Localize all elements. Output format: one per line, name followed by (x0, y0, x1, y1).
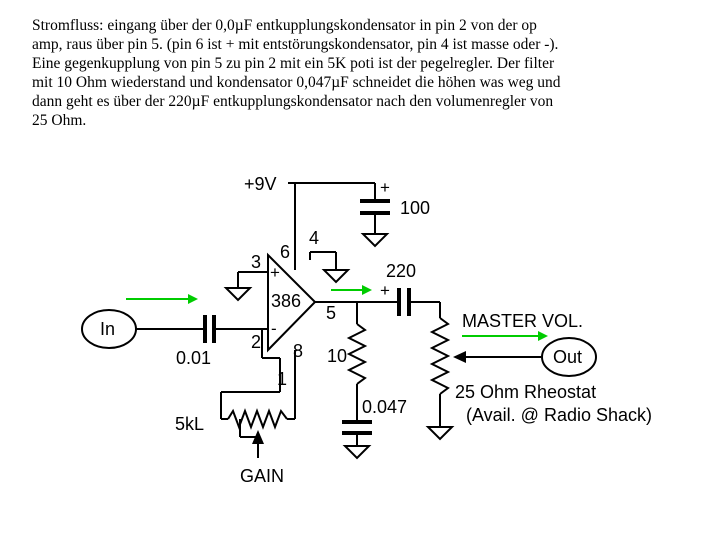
pin3-ground-wire (223, 271, 268, 302)
ic-minus-sign: - (271, 319, 277, 338)
filter-capacitor (342, 420, 372, 460)
master-volume-label: MASTER VOL. (462, 311, 583, 331)
supply-label: +9V (244, 174, 277, 194)
rheostat-label: 25 Ohm Rheostat (455, 382, 596, 402)
supply-cap-plus: + (380, 178, 390, 197)
pin4-label: 4 (309, 228, 319, 248)
pin8-label: 8 (293, 341, 303, 361)
supply-capacitor (360, 199, 390, 234)
output-capacitor (397, 288, 411, 316)
input-capacitor (203, 315, 216, 343)
ground-icon (360, 233, 390, 248)
description-line: mit 10 Ohm wiederstand und kondensator 0… (32, 74, 561, 91)
rheostat-note: (Avail. @ Radio Shack) (466, 405, 652, 425)
output-label: Out (553, 347, 582, 367)
pin5-label: 5 (326, 303, 336, 323)
signal-arrow-input (126, 294, 198, 304)
gain-wiper-arrow-icon (252, 430, 264, 458)
description-text: Stromfluss: eingang über der 0,0µF entku… (32, 16, 672, 130)
supply-rail-wire (288, 182, 376, 270)
filter-cap-label: 0.047 (362, 397, 407, 417)
ic-label: 386 (271, 291, 301, 311)
output-terminal (541, 337, 597, 377)
resistor-10-label: 10 (327, 346, 347, 366)
gain-potentiometer (221, 408, 295, 438)
pin3-label: 3 (251, 252, 261, 272)
input-label: In (100, 319, 115, 339)
ic-plus-sign: + (270, 263, 280, 282)
supply-cap-label: 100 (400, 198, 430, 218)
out-cap-label: 220 (386, 261, 416, 281)
gain-pot-label: 5kL (175, 414, 204, 434)
pin2-label: 2 (251, 332, 261, 352)
pin1-label: 1 (277, 369, 287, 389)
gain-label: GAIN (240, 466, 284, 486)
pin4-ground-wire (309, 251, 351, 284)
wiper-arrow-icon (453, 351, 541, 363)
description-line: Eine gegenkupplung von pin 5 zu pin 2 mi… (32, 55, 555, 72)
input-cap-label: 0.01 (176, 348, 211, 368)
master-volume-rheostat (425, 317, 455, 441)
out-cap-plus: + (380, 281, 390, 300)
pin6-label: 6 (280, 242, 290, 262)
gain-pot-wire (220, 329, 296, 419)
signal-arrow-master (462, 331, 548, 341)
amplifier-ic (267, 252, 317, 353)
description-line: Stromfluss: eingang über der 0,0µF entku… (32, 17, 537, 34)
signal-arrow-output (331, 285, 372, 295)
description-line: 25 Ohm. (32, 112, 87, 129)
resistor-10ohm (346, 302, 368, 421)
description-line: amp, raus über pin 5. (pin 6 ist + mit e… (32, 36, 559, 53)
description-line: dann geht es über der 220µF entkupplungs… (32, 93, 554, 110)
